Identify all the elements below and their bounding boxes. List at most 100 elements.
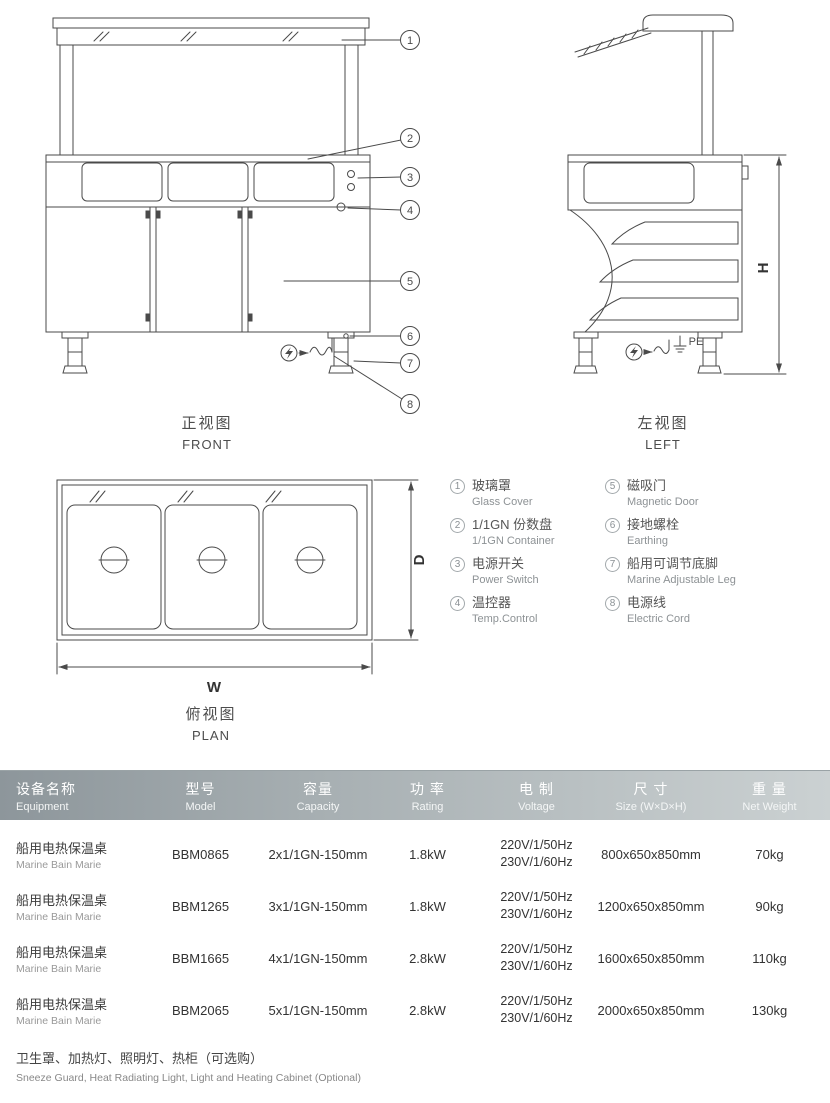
glass-cover bbox=[52, 17, 370, 29]
callout-5: 5 bbox=[400, 271, 420, 291]
rating-cell: 1.8kW bbox=[409, 846, 446, 862]
w-dim-label: W bbox=[207, 679, 222, 696]
callout-3: 3 bbox=[400, 167, 420, 187]
table-row: 船用电热保温桌 Marine Bain Marie BBM0865 2x1/1G… bbox=[0, 828, 830, 880]
spec-table-body: 船用电热保温桌 Marine Bain Marie BBM0865 2x1/1G… bbox=[0, 828, 830, 1036]
plan-view-drawing: D W bbox=[56, 479, 428, 696]
callout-8: 8 bbox=[400, 394, 420, 414]
left-view-drawing: PE H bbox=[567, 14, 787, 375]
heat-lamp bbox=[642, 14, 734, 32]
model-cell: BBM1665 bbox=[171, 950, 230, 966]
capacity-cell: 5x1/1GN-150mm bbox=[268, 1002, 368, 1018]
svg-text:2: 2 bbox=[407, 133, 413, 145]
voltage-cell: 220V/1/50Hz 230V/1/60Hz bbox=[500, 994, 573, 1025]
spec-table: 设备名称 Equipment 型号 Model 容量 Capacity 功 率 … bbox=[0, 770, 830, 1036]
cabinet bbox=[45, 206, 371, 333]
header-model: 型号 Model bbox=[185, 780, 216, 813]
h-dim-label: H bbox=[755, 263, 772, 274]
adjustable-leg bbox=[61, 331, 355, 374]
gn-container-plan bbox=[262, 504, 358, 630]
equipment-name-cell: 船用电热保温桌 Marine Bain Marie bbox=[16, 840, 108, 871]
model-cell: BBM2065 bbox=[171, 1002, 230, 1018]
equipment-name-cell: 船用电热保温桌 Marine Bain Marie bbox=[16, 944, 108, 975]
lightning-icon bbox=[285, 347, 293, 359]
rating-cell: 1.8kW bbox=[409, 898, 446, 914]
table-row: 船用电热保温桌 Marine Bain Marie BBM2065 5x1/1G… bbox=[0, 984, 830, 1036]
electric-cord bbox=[280, 337, 333, 362]
header-equipment: 设备名称 Equipment bbox=[16, 780, 76, 813]
capacity-cell: 3x1/1GN-150mm bbox=[268, 898, 368, 914]
legend-num-icon: 5 bbox=[605, 478, 620, 494]
weight-cell: 90kg bbox=[755, 898, 784, 914]
weight-cell: 110kg bbox=[752, 950, 787, 966]
weight-cell: 70kg bbox=[755, 846, 784, 862]
header-voltage: 电 制 Voltage bbox=[518, 780, 555, 813]
rating-cell: 2.8kW bbox=[409, 950, 446, 966]
dimension-w: W bbox=[56, 642, 373, 696]
table-row: 船用电热保温桌 Marine Bain Marie BBM1665 4x1/1G… bbox=[0, 932, 830, 984]
left-view-label: 左视图 LEFT bbox=[637, 415, 689, 452]
legend-num-icon: 1 bbox=[450, 478, 465, 494]
header-weight: 重 量 Net Weight bbox=[742, 780, 797, 813]
size-cell: 1600x650x850mm bbox=[597, 950, 705, 966]
dimension-h: H bbox=[723, 154, 787, 375]
dimension-d: D bbox=[373, 479, 428, 641]
optional-note: 卫生罩、加热灯、照明灯、热柜（可选购） Sneeze Guard, Heat R… bbox=[16, 1051, 361, 1084]
svg-text:5: 5 bbox=[407, 276, 413, 288]
table-row: 船用电热保温桌 Marine Bain Marie BBM1265 3x1/1G… bbox=[0, 880, 830, 932]
legend-num-icon: 6 bbox=[605, 517, 620, 533]
model-cell: BBM1265 bbox=[171, 898, 230, 914]
callout-1: 1 bbox=[400, 30, 420, 50]
svg-text:3: 3 bbox=[407, 172, 413, 184]
callout-7: 7 bbox=[400, 353, 420, 373]
voltage-cell: 220V/1/50Hz 230V/1/60Hz bbox=[500, 942, 573, 973]
capacity-cell: 2x1/1GN-150mm bbox=[268, 846, 368, 862]
legend-num-icon: 7 bbox=[605, 556, 620, 572]
capacity-cell: 4x1/1GN-150mm bbox=[268, 950, 368, 966]
svg-text:1: 1 bbox=[407, 35, 413, 47]
legend-num-icon: 2 bbox=[450, 517, 465, 533]
electric-cord bbox=[625, 339, 670, 361]
legend-num-icon: 4 bbox=[450, 595, 465, 611]
plan-view-label: 俯视图 PLAN bbox=[185, 706, 237, 743]
power-switch bbox=[347, 170, 355, 178]
voltage-cell: 220V/1/50Hz 230V/1/60Hz bbox=[500, 890, 573, 921]
header-rating: 功 率 Rating bbox=[410, 780, 445, 813]
rating-cell: 2.8kW bbox=[409, 1002, 446, 1018]
voltage-cell: 220V/1/50Hz 230V/1/60Hz bbox=[500, 838, 573, 869]
gn-container bbox=[253, 162, 335, 202]
earthing-symbol bbox=[673, 335, 687, 353]
header-capacity: 容量 Capacity bbox=[296, 780, 340, 813]
lightning-icon bbox=[630, 346, 638, 358]
gn-container-plan bbox=[66, 504, 162, 630]
weight-cell: 130kg bbox=[751, 1002, 788, 1018]
pe-label: PE bbox=[689, 336, 704, 348]
front-view-label: 正视图 FRONT bbox=[181, 415, 233, 452]
technical-drawing: 1 2 3 4 5 6 7 8 bbox=[45, 14, 787, 696]
gn-container bbox=[167, 162, 249, 202]
equipment-name-cell: 船用电热保温桌 Marine Bain Marie bbox=[16, 996, 108, 1027]
svg-text:8: 8 bbox=[407, 399, 413, 411]
front-view-drawing: 1 2 3 4 5 6 7 8 bbox=[45, 17, 420, 414]
equipment-name-cell: 船用电热保温桌 Marine Bain Marie bbox=[16, 892, 108, 923]
callout-6: 6 bbox=[400, 326, 420, 346]
header-size: 尺 寸 Size (W×D×H) bbox=[615, 780, 687, 813]
svg-text:4: 4 bbox=[407, 205, 413, 217]
adjustable-leg bbox=[573, 331, 723, 374]
size-cell: 800x650x850mm bbox=[601, 846, 701, 862]
size-cell: 1200x650x850mm bbox=[597, 898, 705, 914]
legend-num-icon: 3 bbox=[450, 556, 465, 572]
gn-container bbox=[81, 162, 163, 202]
spec-table-header: 设备名称 Equipment 型号 Model 容量 Capacity 功 率 … bbox=[0, 770, 830, 820]
model-cell: BBM0865 bbox=[171, 846, 230, 862]
